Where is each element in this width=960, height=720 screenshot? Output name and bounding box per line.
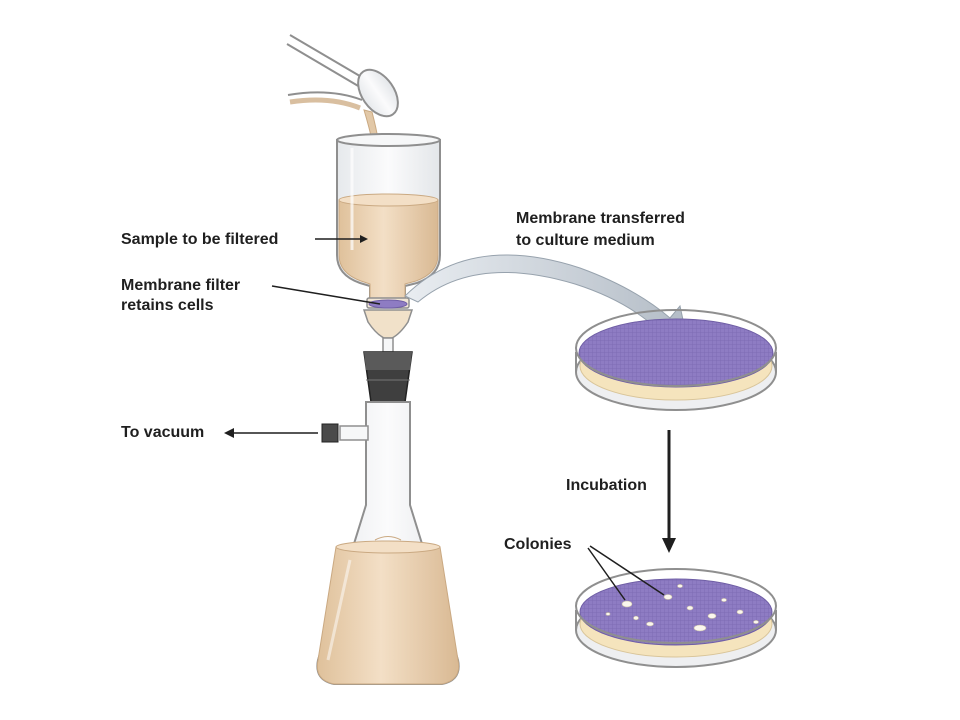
label-sample-to-be-filtered: Sample to be filtered — [121, 231, 279, 248]
filter-base — [362, 309, 414, 339]
label-membrane-filter: Membrane filter — [121, 277, 241, 294]
membrane-leader-line — [271, 285, 381, 305]
label-to-vacuum: To vacuum — [121, 424, 205, 441]
label-membrane-transferred: Membrane transferred — [516, 210, 685, 227]
filter-funnel — [336, 133, 441, 301]
label-retains-cells: retains cells — [121, 297, 214, 314]
leader-lines — [224, 235, 381, 438]
sample-leader-arrowhead — [360, 235, 368, 243]
vacuum-arrowhead — [224, 428, 234, 438]
petri-dish-with-colonies — [575, 568, 777, 668]
colonies-leader-lines — [587, 545, 665, 601]
pouring-beaker — [286, 34, 399, 118]
label-colonies: Colonies — [504, 536, 572, 553]
vacuum-side-arm — [321, 423, 369, 443]
label-to-culture-medium: to culture medium — [516, 232, 655, 249]
rubber-stopper — [363, 351, 413, 403]
label-incubation: Incubation — [566, 477, 647, 494]
filter-flask — [316, 401, 460, 685]
membrane-filter — [366, 297, 410, 309]
incubation-arrow — [662, 430, 676, 553]
petri-dish-with-membrane — [575, 309, 777, 411]
colonies — [605, 584, 759, 632]
